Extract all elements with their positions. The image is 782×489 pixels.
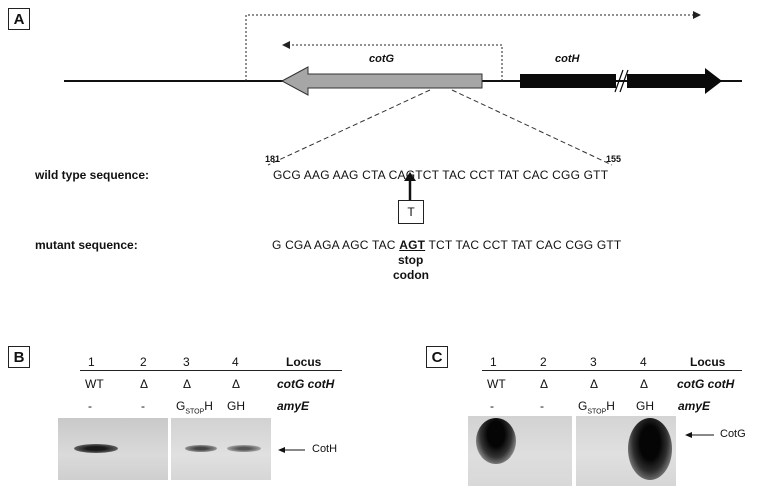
b-locus-label: Locus — [286, 355, 322, 369]
c-genotype-4: Δ — [640, 377, 649, 391]
codon-label: codon — [393, 268, 429, 282]
b-amye-1: - — [88, 399, 92, 413]
c-amye-2: - — [540, 399, 544, 413]
c-genotype-1: WT — [487, 377, 506, 391]
long-transcript-arrow — [245, 11, 701, 81]
b-band-lane-3 — [185, 445, 217, 452]
b-amye-2: - — [141, 399, 145, 413]
b-amye-3-after: H — [204, 399, 213, 413]
stop-codon-text: AGT — [399, 238, 426, 252]
c-amye-label: amyE — [678, 399, 711, 413]
b-genotype-label: cotG cotH — [277, 377, 335, 391]
b-band-lane-1 — [74, 444, 118, 453]
c-blot-left — [468, 416, 572, 486]
panel-c-label: C — [426, 346, 448, 368]
c-protein-arrow — [685, 432, 714, 438]
insertion-arrow — [404, 172, 416, 200]
break-mark-1 — [614, 69, 624, 93]
c-band-lane-4 — [628, 418, 672, 480]
c-lane-2: 2 — [540, 355, 547, 369]
wild-type-label: wild type sequence: — [35, 168, 150, 182]
cotG-gene-arrow — [280, 66, 483, 96]
c-band-lane-1 — [476, 418, 516, 464]
mutant-seq-part2: TCT TAC CCT TAT CAC CGG GTT — [428, 238, 622, 252]
gene-map — [64, 11, 742, 166]
c-amye-1: - — [490, 399, 494, 413]
b-genotype-1: WT — [85, 377, 104, 391]
b-amye-3-sub: STOP — [185, 408, 205, 416]
mutant-label: mutant sequence: — [35, 238, 138, 252]
mutant-seq-part1: G CGA AGA AGC TAC — [272, 238, 396, 252]
c-amye-3-sub: STOP — [587, 408, 607, 416]
insertion-box: T — [398, 200, 424, 224]
c-lane-1: 1 — [490, 355, 497, 369]
mutant-sequence: G CGA AGA AGC TAC AGT TCT TAC CCT TAT CA… — [272, 238, 621, 252]
wild-type-seq-part2: TCT TAC CCT TAT CAC CGG GTT — [415, 168, 609, 182]
cotG-gene-label: cotG — [369, 53, 395, 65]
b-amye-3-main: G — [176, 399, 186, 413]
c-header-line — [482, 370, 742, 371]
b-blot-left — [58, 418, 168, 480]
panel-a-label: A — [8, 8, 30, 30]
b-lane-1: 1 — [88, 355, 95, 369]
c-genotype-3: Δ — [590, 377, 599, 391]
c-amye-4: GH — [636, 399, 654, 413]
c-blot-right — [576, 416, 676, 486]
b-header-line — [80, 370, 342, 371]
c-genotype-label: cotG cotH — [677, 377, 735, 391]
zoom-line-right — [451, 89, 613, 166]
stop-label: stop — [398, 253, 424, 267]
wild-type-sequence: GCG AAG AAG CTA CAGTCT TAC CCT TAT CAC C… — [273, 168, 608, 182]
b-amye-4: GH — [227, 399, 245, 413]
b-genotype-4: Δ — [232, 377, 241, 391]
b-band-lane-4 — [227, 445, 261, 452]
short-transcript-arrow — [282, 41, 503, 81]
c-amye-3-after: H — [606, 399, 615, 413]
b-amye-3: GSTOPH — [176, 399, 213, 415]
wild-type-seq-part1: GCG AAG AAG CTA CAG — [273, 168, 416, 182]
b-blot-right — [171, 418, 271, 480]
cotH-gene-arrow — [627, 68, 722, 94]
c-amye-3-main: G — [578, 399, 588, 413]
cotH-gene-segment — [520, 74, 616, 88]
break-mark-2 — [619, 69, 629, 93]
b-protein-arrow — [278, 447, 305, 453]
b-protein-label: CotH — [312, 443, 338, 455]
c-lane-4: 4 — [640, 355, 647, 369]
panel-b-label: B — [8, 346, 30, 368]
b-lane-2: 2 — [140, 355, 147, 369]
zoom-line-left — [267, 89, 431, 166]
position-start: 181 — [265, 154, 281, 164]
b-lane-3: 3 — [183, 355, 190, 369]
b-genotype-3: Δ — [183, 377, 192, 391]
c-locus-label: Locus — [690, 355, 726, 369]
cotH-gene-label: cotH — [555, 53, 580, 65]
c-lane-3: 3 — [590, 355, 597, 369]
b-lane-4: 4 — [232, 355, 239, 369]
c-genotype-2: Δ — [540, 377, 549, 391]
b-genotype-2: Δ — [140, 377, 149, 391]
position-end: 155 — [606, 154, 622, 164]
b-amye-label: amyE — [277, 399, 310, 413]
c-amye-3: GSTOPH — [578, 399, 615, 415]
c-protein-label: CotG — [720, 428, 746, 440]
